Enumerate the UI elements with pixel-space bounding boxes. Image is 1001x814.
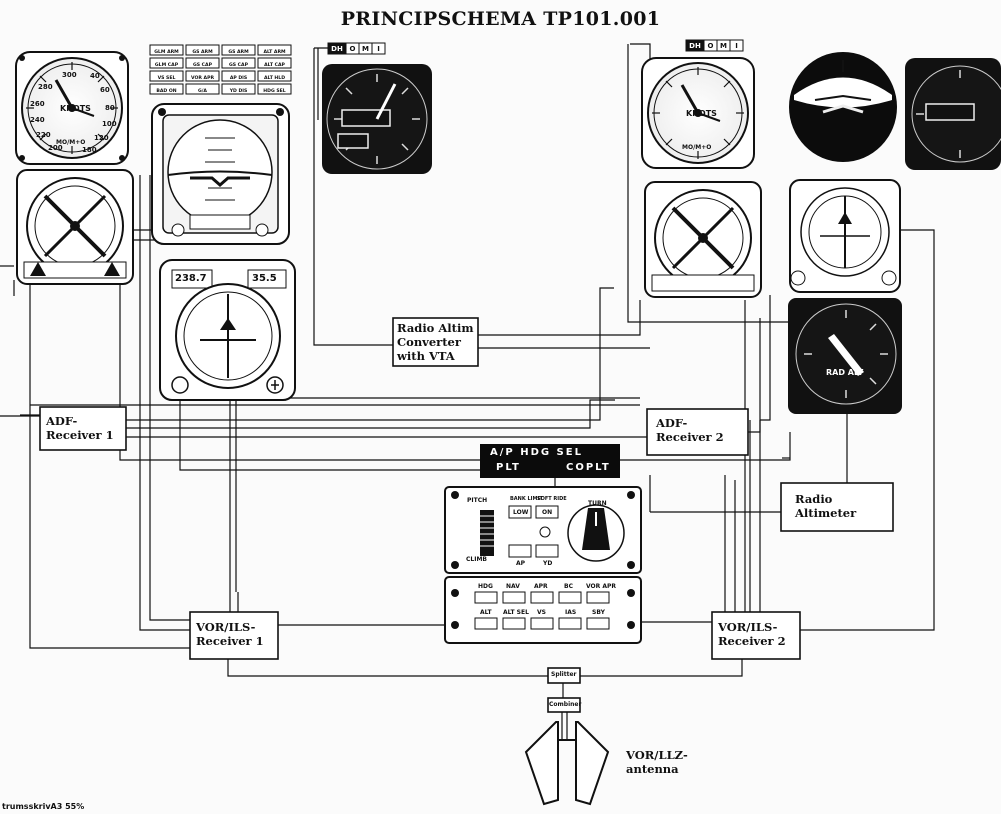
airspeed-right-knots-label: KNOTS [686, 109, 717, 118]
radio-altimeter-indicator [788, 298, 902, 414]
vor-ils-receiver-2-label: VOR/ILS- Receiver 2 [718, 620, 786, 648]
radio-altim-converter-label: Radio Altim Converter with VTA [397, 321, 474, 363]
airspeed-right-mach-label: MO/M+O [682, 144, 711, 151]
airspeed-tick: 120 [94, 134, 109, 142]
splitter-label: Splitter [551, 671, 577, 678]
airspeed-tick: 280 [38, 83, 53, 91]
ap-pitch-top: PITCH [467, 497, 487, 504]
yd-label: YD [543, 560, 552, 567]
airspeed-tick: 260 [30, 100, 45, 108]
mode-label: ALT [480, 609, 492, 616]
annunciator-label: GLM ARM [154, 49, 179, 55]
marker-label: O [350, 45, 356, 53]
mode-label: SBY [592, 609, 605, 616]
annunciator-label: GS CAP [193, 62, 213, 68]
annunciator-label: VS SEL [158, 75, 176, 81]
annunciator-label: ALT ARM [263, 49, 286, 55]
annunciator-label: G/A [198, 88, 207, 94]
marker-label: DH [689, 42, 701, 50]
hsi-right [790, 180, 900, 292]
airspeed-tick: 40 [90, 72, 100, 80]
marker-label: O [708, 42, 714, 50]
ap-on: ON [542, 509, 552, 516]
mode-label: HDG [478, 583, 493, 590]
marker-strip-right: DH OMI [686, 40, 743, 51]
combiner-label: Combiner [549, 701, 581, 708]
airspeed-tick: 220 [36, 131, 51, 139]
mode-label: APR [534, 583, 548, 590]
adf-receiver-2-label: ADF- Receiver 2 [656, 416, 724, 444]
airspeed-tick: 300 [62, 71, 77, 79]
marker-label: I [377, 45, 380, 53]
rmi-left [17, 170, 133, 284]
hsi-left-course-readout: 238.7 [175, 273, 207, 284]
radio-altimeter-label: Radio Altimeter [795, 492, 856, 520]
ap-pitch-bottom: CLIMB [466, 556, 487, 563]
annunciator-label: GLM CAP [155, 62, 179, 68]
annunciator-grid: GLM ARM GS ARM GS ARM ALT ARM GLM CAP GS CAP G… [150, 45, 291, 94]
marker-label: I [735, 42, 738, 50]
altimeter-left [322, 64, 432, 174]
annunciator-label: GS CAP [229, 62, 249, 68]
annunciator-label: BAD ON [156, 88, 176, 94]
airspeed-tick: 240 [30, 116, 45, 124]
marker-label: M [362, 45, 369, 53]
annunciator-label: YD DIS [229, 88, 248, 94]
marker-label: DH [331, 45, 343, 53]
hsi-left-distance-readout: 35.5 [252, 273, 277, 284]
mode-label: VOR APR [586, 583, 616, 590]
hdg-sel-title: A/P HDG SEL [490, 447, 583, 458]
altimeter-right [905, 58, 1001, 170]
airspeed-tick: 180 [82, 146, 97, 154]
annunciator-label: AP DIS [230, 75, 247, 81]
mode-label: BC [564, 583, 573, 590]
hdg-sel-coplt: COPLT [566, 462, 611, 473]
marker-label: M [720, 42, 727, 50]
antenna-label: VOR/LLZ- antenna [626, 748, 688, 776]
mode-label: ALT SEL [503, 609, 529, 616]
rad-alt-label: RAD ALT [826, 368, 863, 377]
annunciator-label: VOR APR [191, 75, 214, 81]
attitude-director-indicator-left [152, 104, 289, 244]
airspeed-tick: 80 [105, 104, 115, 112]
footer-note: trumsskrivA3 55% [2, 802, 84, 811]
ap-low: LOW [513, 509, 528, 516]
ap-soft-ride: SOFT RIDE [537, 496, 567, 502]
annunciator-label: ALT HLD [264, 75, 285, 81]
annunciator-label: HDG SEL [263, 88, 285, 94]
annunciator-label: ALT CAP [264, 62, 285, 68]
annunciator-label: GS ARM [228, 49, 249, 55]
adf-receiver-1-label: ADF- Receiver 1 [46, 414, 114, 442]
attitude-indicator-right [789, 52, 897, 162]
airspeed-tick: 100 [102, 120, 117, 128]
vor-ils-receiver-1-label: VOR/ILS- Receiver 1 [196, 620, 264, 648]
ap-label: AP [516, 560, 525, 567]
annunciator-label: GS ARM [192, 49, 213, 55]
mode-label: VS [537, 609, 546, 616]
rmi-right [645, 182, 761, 297]
ap-turn-label: TURN [588, 500, 607, 507]
mode-label: IAS [565, 609, 576, 616]
diagram-title: PRINCIPSCHEMA TP101.001 [0, 8, 1001, 30]
airspeed-left-knots-label: KNOTS [60, 104, 91, 113]
airspeed-tick: 60 [100, 86, 110, 94]
airspeed-tick: 200 [48, 144, 63, 152]
mode-label: NAV [506, 583, 520, 590]
hdg-sel-plt: PLT [496, 462, 521, 473]
